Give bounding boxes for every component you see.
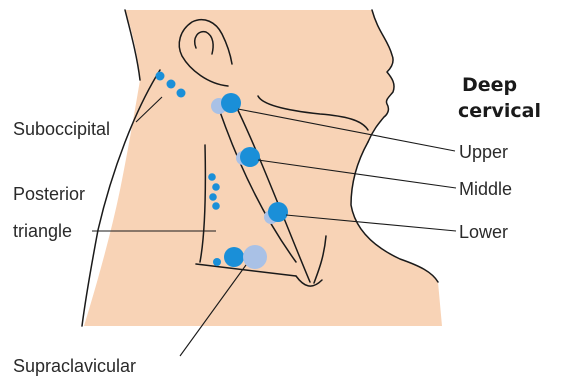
deep-cervical-upper-node: [221, 93, 241, 113]
label-suboccipital: Suboccipital: [13, 119, 110, 139]
label-middle: Middle: [459, 179, 512, 199]
label-posterior: Posterior: [13, 184, 85, 204]
suboccipital-node: [167, 80, 176, 89]
deep-cervical-lower-node: [268, 202, 288, 222]
deep-cervical-middle-node: [240, 147, 260, 167]
heading-cervical: cervical: [458, 100, 541, 122]
label-lower: Lower: [459, 222, 508, 242]
posterior-triangle-node: [212, 202, 220, 210]
supraclavicular-node-small: [213, 258, 221, 266]
supraclavicular-node: [224, 247, 244, 267]
suboccipital-node: [156, 72, 165, 81]
suboccipital-node: [177, 89, 186, 98]
label-supraclavicular: Supraclavicular: [13, 356, 136, 376]
label-upper: Upper: [459, 142, 508, 162]
posterior-triangle-node: [209, 193, 217, 201]
heading-deep: Deep: [462, 74, 517, 96]
supraclavicular-node-light: [243, 245, 267, 269]
label-triangle: triangle: [13, 221, 72, 241]
posterior-triangle-node: [208, 173, 216, 181]
posterior-triangle-node: [212, 183, 220, 191]
